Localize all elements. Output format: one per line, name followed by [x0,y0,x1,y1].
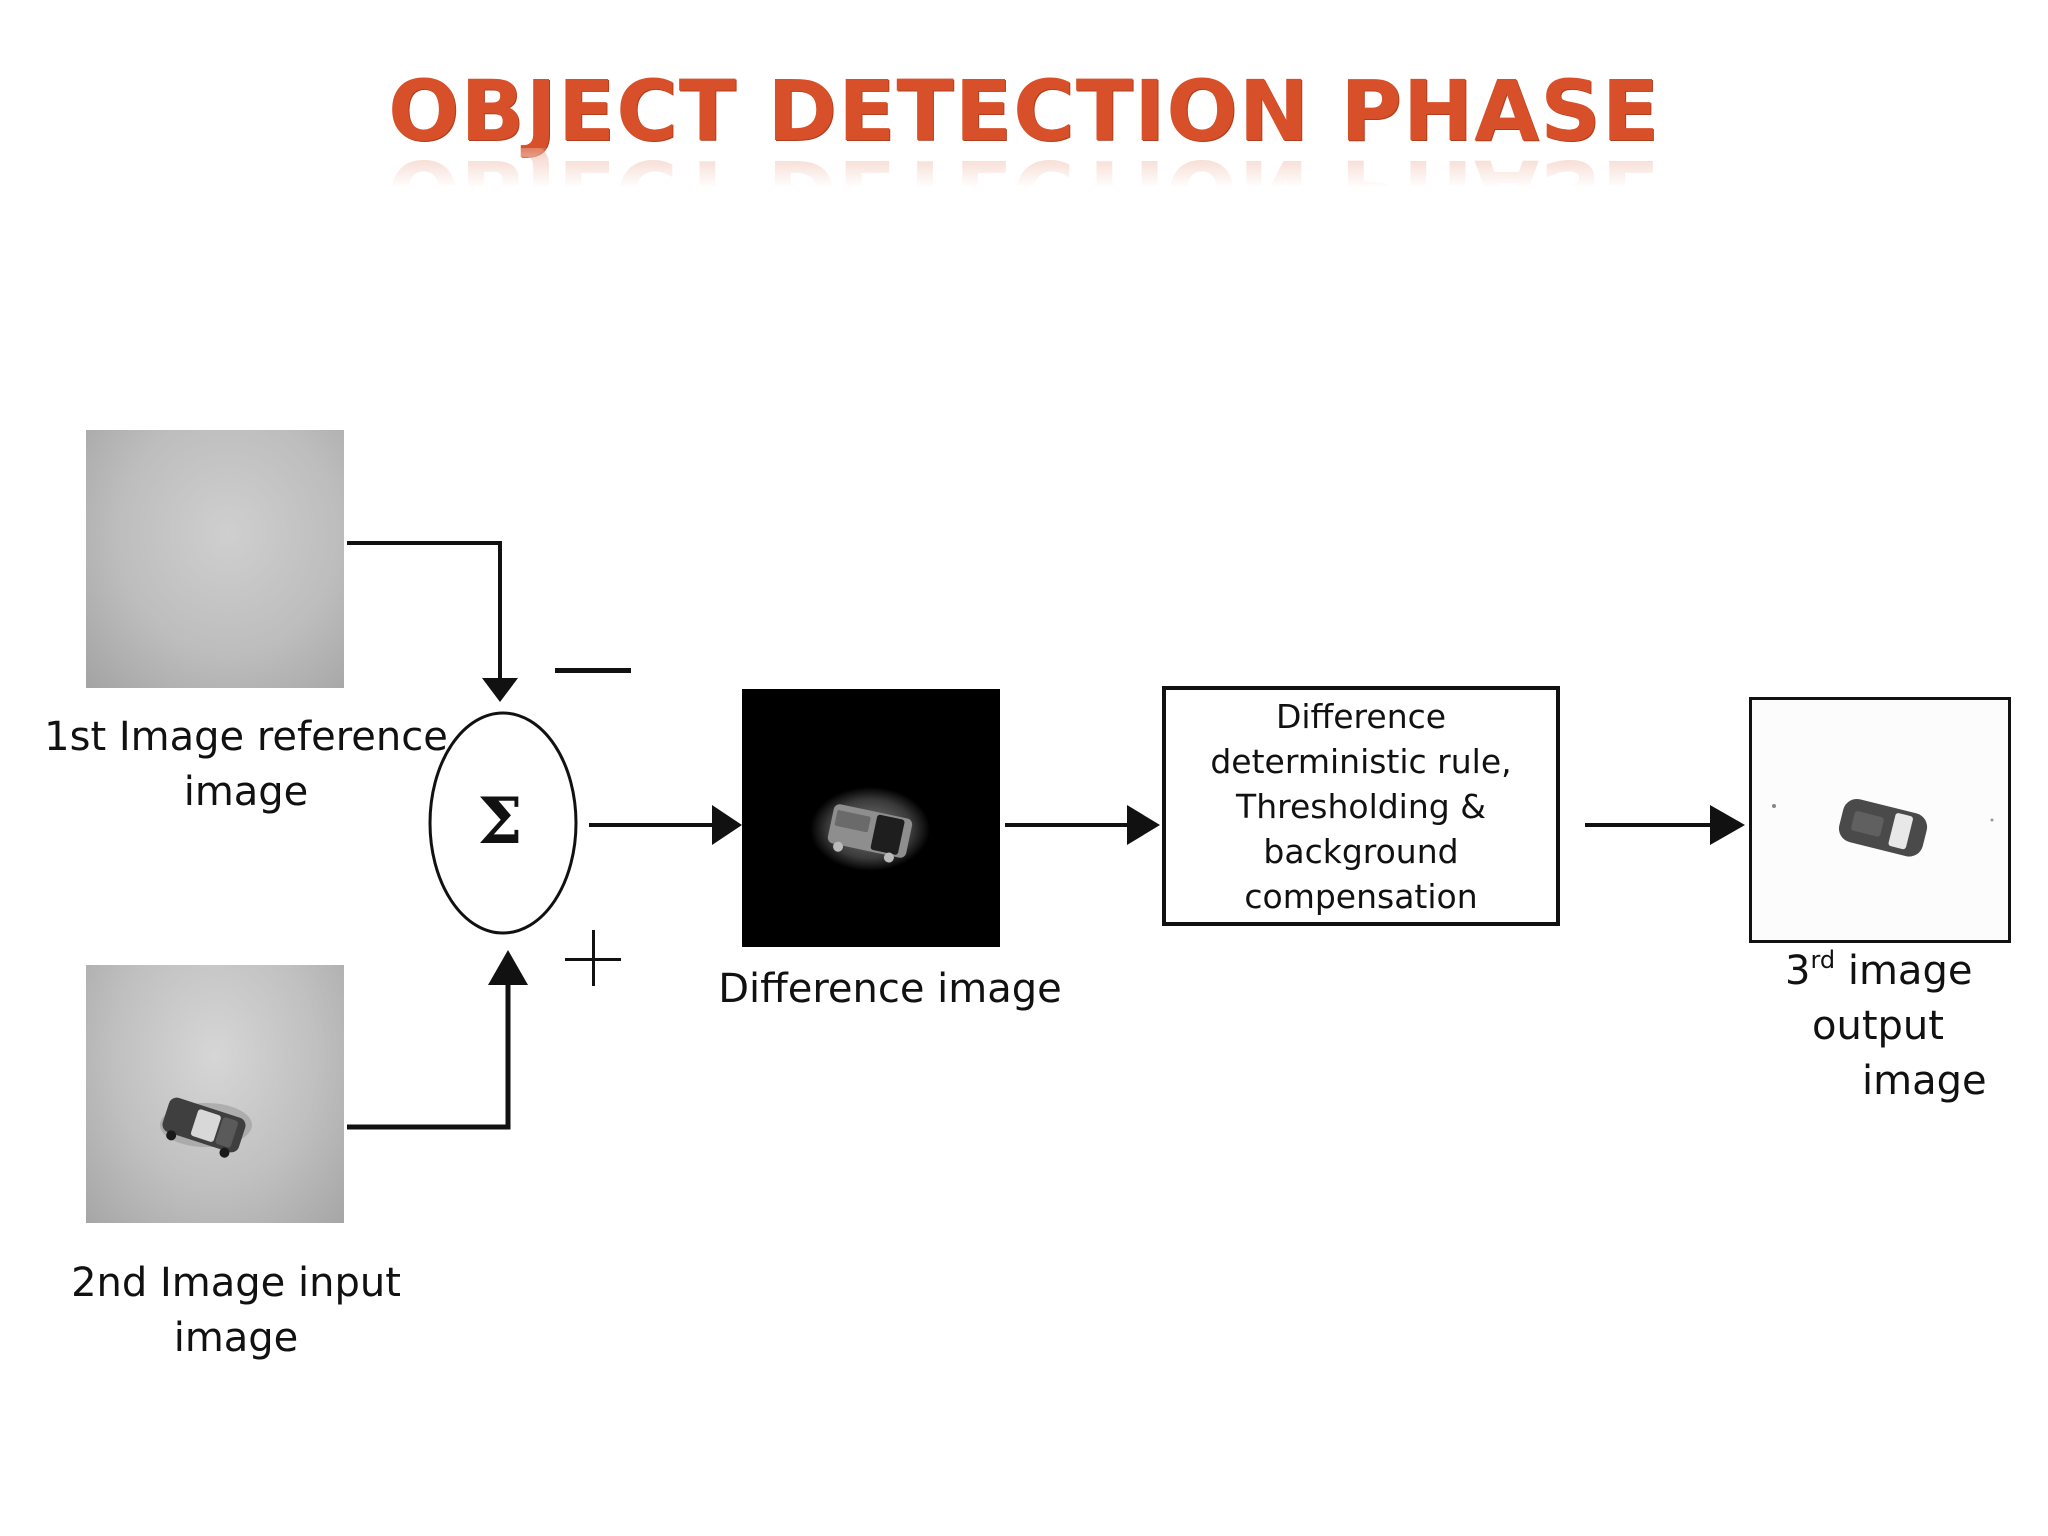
output-label-line3: image [1862,1058,1987,1104]
reference-label-line2: image [183,769,309,815]
title-reflection-fade [0,148,2048,188]
summation-ellipse [428,711,578,935]
input-label-line2: image [173,1315,299,1361]
reference-image-label: 1st Image reference image [36,710,456,820]
difference-image-label: Difference image [718,966,1062,1012]
process-box: Difference deterministic rule, Threshold… [1162,686,1560,926]
connector-ref-to-sum [347,541,502,682]
output-label-line1: 3rd image [1760,944,2020,999]
process-line2: deterministic rule, [1210,741,1512,781]
output-car-graphic [1772,798,1994,857]
reference-label-line1: 1st Image reference [44,714,448,760]
arrowhead-process-to-output [1710,805,1745,845]
reference-image [86,430,344,688]
process-line1: Difference [1275,696,1447,736]
process-line4: background [1263,831,1459,871]
arrowhead-input-to-sum [488,950,528,985]
process-line3: Thresholding & [1236,786,1486,826]
output-image [1749,697,2011,943]
arrowhead-ref-to-sum [482,678,518,702]
process-line5: compensation [1244,876,1478,916]
title-container: OBJECT DETECTION PHASE [0,62,2048,160]
minus-sign [555,668,631,673]
output-label-line2: output [1812,1003,1944,1049]
difference-image [742,689,1000,947]
summation-symbol: Σ [477,784,523,859]
input-car-graphic [160,1097,252,1158]
arrowhead-sum-to-diff [712,805,742,845]
output-label-ordinal: rd [1810,946,1836,974]
plus-sign-vertical [592,930,595,986]
page-title: OBJECT DETECTION PHASE [388,62,1660,160]
difference-car-graphic [810,787,930,871]
connector-input-to-sum [347,975,511,1130]
input-image [86,965,344,1223]
output-image-label: 3rd image output image [1760,944,2020,1109]
output-label-number: 3 [1785,948,1811,994]
arrowhead-diff-to-process [1127,805,1160,845]
output-label-line1-rest: image [1835,948,1973,994]
input-label-line1: 2nd Image input [71,1260,401,1306]
input-image-label: 2nd Image input image [36,1256,436,1366]
